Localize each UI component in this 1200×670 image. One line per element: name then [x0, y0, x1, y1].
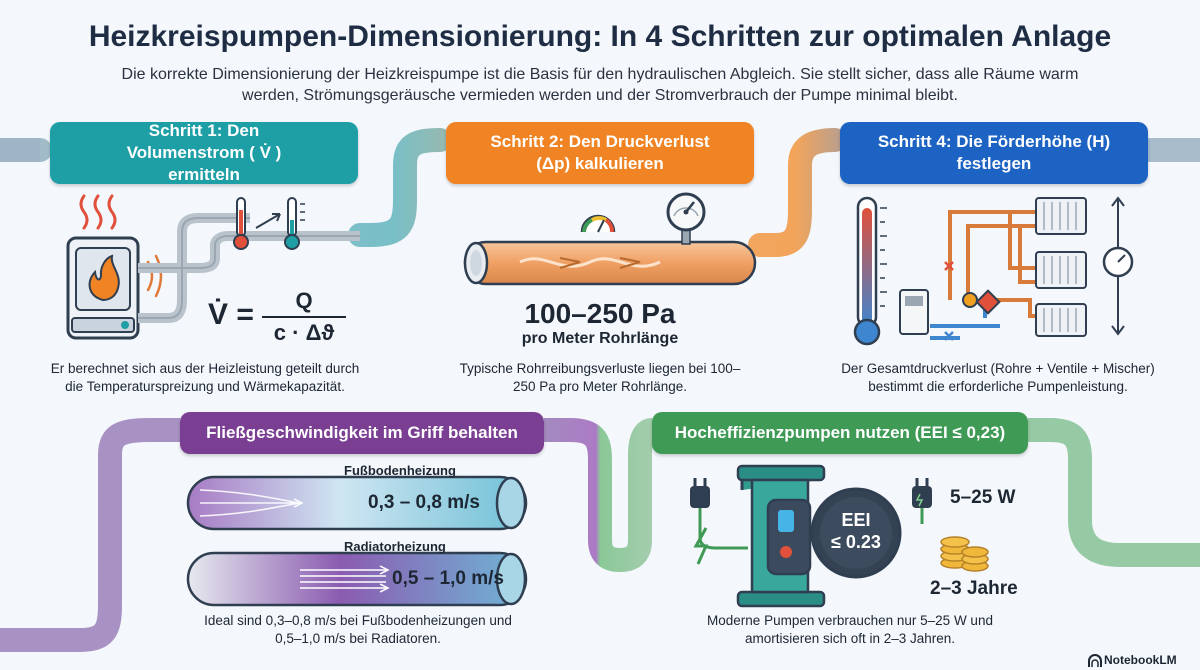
speed-gauge-icon	[580, 214, 616, 233]
page-title: Heizkreispumpen-Dimensionierung: In 4 Sc…	[88, 20, 1112, 53]
pump-power: 5–25 W	[950, 487, 1016, 508]
pressure-gauge-icon	[666, 192, 706, 245]
pressure-pipe-icon	[463, 240, 757, 286]
step2-caption: Typische Rohrreibungsverluste liegen bei…	[459, 361, 741, 394]
step4-label: Schritt 4: Die Förderhöhe (H) festlegen	[840, 122, 1148, 184]
circulation-pump-icon	[736, 464, 902, 608]
pump-payback: 2–3 Jahre	[930, 578, 1018, 599]
floor-heating-value: 0,3 – 0,8 m/s	[368, 492, 480, 513]
formula-numerator: Q	[295, 288, 313, 313]
step1-label: Schritt 1: Den Volumenstrom ( V̇ ) ermit…	[50, 121, 358, 184]
formula-fraction-line	[262, 316, 346, 318]
pump-caption: Moderne Pumpen verbrauchen nur 5–25 W un…	[707, 613, 993, 646]
radiator-value: 0,5 – 1,0 m/s	[392, 568, 504, 589]
thermometer-cold-icon	[284, 197, 305, 250]
page-subtitle: Die korrekte Dimensionierung der Heizkre…	[121, 66, 1079, 104]
eei-top: EEI	[841, 510, 871, 530]
floor-heating-label: Fußbodenheizung	[344, 463, 456, 478]
formula-denominator: c · Δϑ	[273, 320, 335, 345]
coin-stack-icon	[940, 536, 989, 572]
floor-heating-pipe-icon	[186, 475, 528, 531]
plug-right-icon	[912, 478, 932, 524]
formula-lhs: V̇ =	[208, 298, 254, 331]
flow-caption: Ideal sind 0,3–0,8 m/s bei Fußbodenheizu…	[204, 613, 512, 646]
radiator-pipe-icon	[186, 551, 528, 607]
pump-label: Hocheffizienzpumpen nutzen (EEI ≤ 0,23)	[652, 412, 1028, 454]
heating-system-icon	[899, 196, 1134, 341]
radiator-label: Radiatorheizung	[344, 539, 446, 554]
step2-label: Schritt 2: Den Druckverlust (Δp) kalkuli…	[446, 122, 754, 184]
step4-caption: Der Gesamtdruckverlust (Rohre + Ventile …	[841, 361, 1155, 394]
flow-label: Fließgeschwindigkeit im Griff behalten	[180, 412, 544, 454]
boiler-icon	[66, 194, 163, 340]
notebooklm-logo-icon	[1088, 654, 1102, 667]
brand-label: NotebookLM	[1104, 653, 1177, 667]
thermometer-hot-icon	[233, 197, 249, 250]
eei-bottom: ≤ 0.23	[831, 532, 881, 552]
step1-caption: Er berechnet sich aus der Heizleistung g…	[50, 361, 360, 394]
large-thermometer-icon	[853, 196, 887, 346]
plug-left-icon	[690, 478, 748, 565]
pressure-value: 100–250 Pa	[524, 298, 676, 329]
pressure-unit: pro Meter Rohrlänge	[521, 330, 679, 347]
